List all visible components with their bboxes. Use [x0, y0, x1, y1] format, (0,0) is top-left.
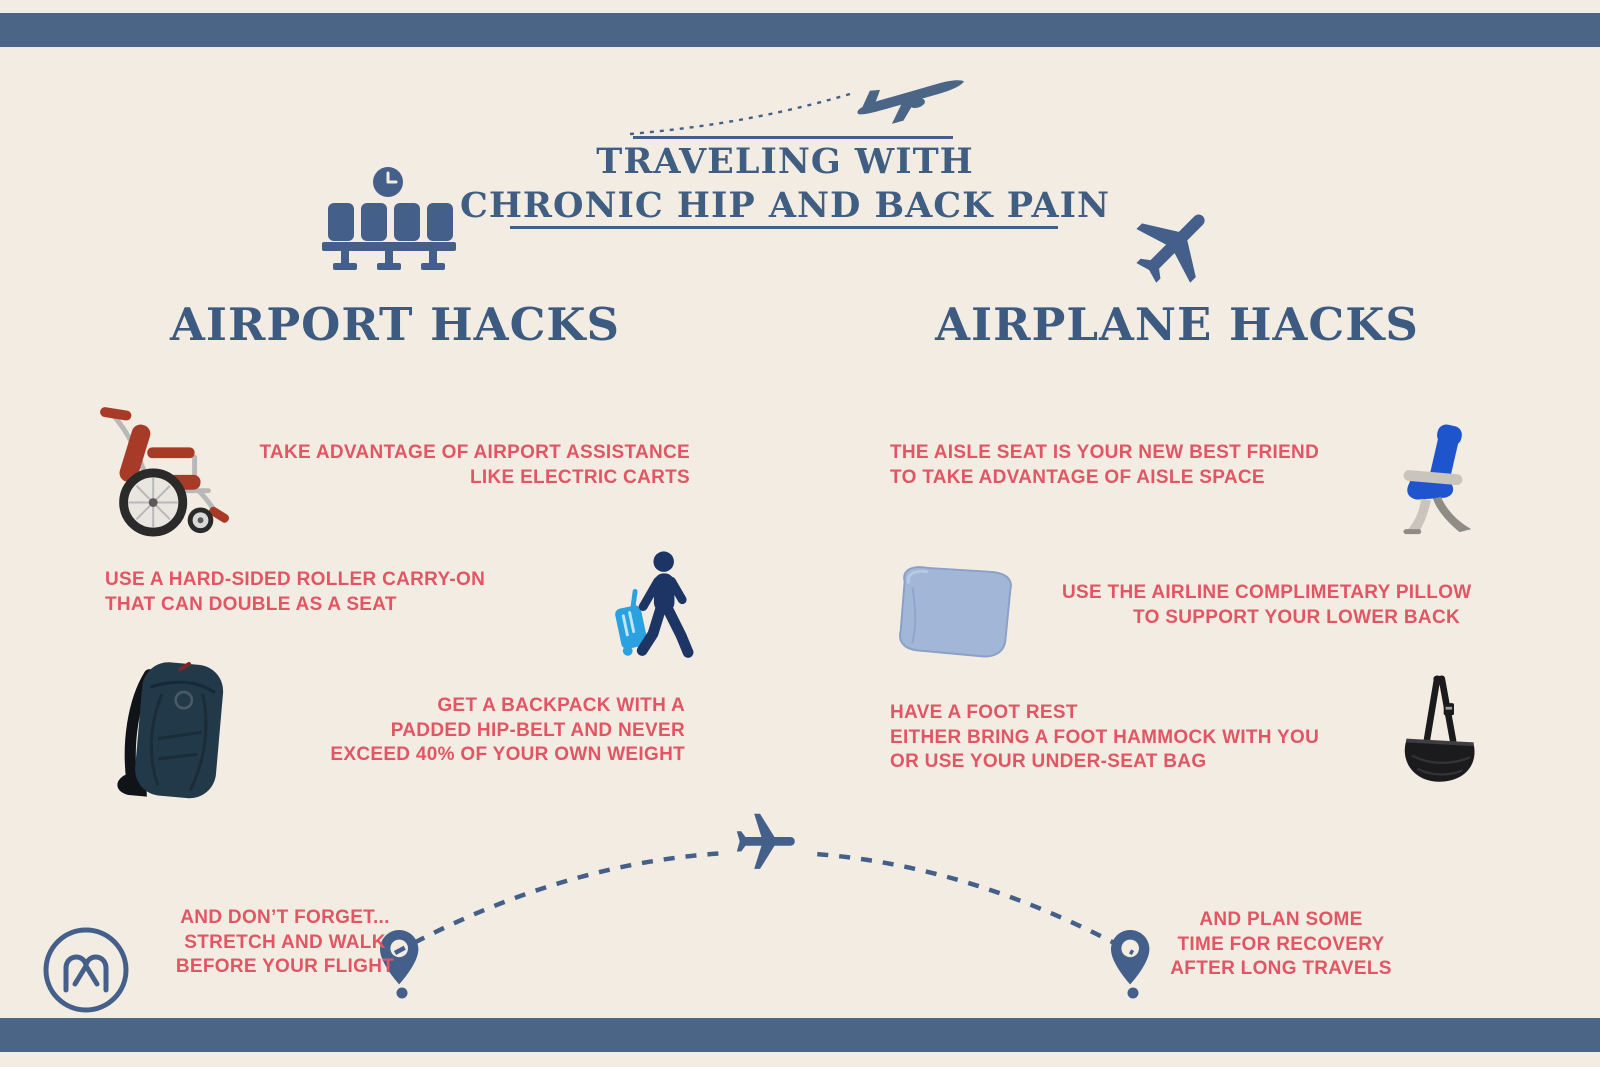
title-underline [510, 226, 1058, 229]
page-title-line1: TRAVELING WITH [596, 141, 974, 182]
tip-airline-pillow: USE THE AIRLINE COMPLIMETARY PILLOW TO S… [1062, 582, 1472, 628]
airplane-seat-icon [1403, 424, 1472, 535]
airport-waiting-seats-clock-icon [322, 167, 456, 270]
takeoff-plane-icon [629, 80, 964, 136]
departure-pin-icon [380, 930, 419, 985]
footer-note-right: AND PLAN SOME TIME FOR RECOVERY AFTER LO… [1170, 909, 1392, 979]
diagonal-airplane-icon [1136, 214, 1205, 283]
backpack-icon [117, 661, 224, 799]
title-top-rule [633, 136, 953, 139]
traveler-with-luggage-icon [615, 551, 694, 658]
top-accent-bar [0, 13, 1600, 47]
tip-airport-assistance: TAKE ADVANTAGE OF AIRPORT ASSISTANCE LIK… [259, 442, 690, 488]
tip-foot-rest: HAVE A FOOT REST EITHER BRING A FOOT HAM… [890, 702, 1320, 772]
foot-hammock-icon [1404, 675, 1475, 782]
flight-route-arc [380, 808, 1150, 999]
tip-aisle-seat: THE AISLE SEAT IS YOUR NEW BEST FRIEND T… [890, 442, 1320, 488]
bottom-accent-bar [0, 1018, 1600, 1052]
airport-hacks-heading: AIRPORT HACKS [169, 298, 620, 351]
tip-roller-carry-on: USE A HARD-SIDED ROLLER CARRY-ON THAT CA… [105, 569, 486, 615]
route-plane-icon [736, 813, 795, 869]
airplane-hacks-heading: AIRPLANE HACKS [935, 298, 1419, 351]
page-title-line2: CHRONIC HIP AND BACK PAIN [459, 185, 1111, 226]
heart-m-monogram-logo [43, 927, 129, 1013]
wheelchair-icon [100, 407, 230, 537]
tip-backpack-hipbelt: GET A BACKPACK WITH A PADDED HIP-BELT AN… [330, 695, 685, 765]
arrival-pin-icon [1111, 930, 1150, 985]
footer-note-left: AND DON’T FORGET... STRETCH AND WALK BEF… [175, 907, 395, 977]
pillow-icon [899, 566, 1012, 658]
